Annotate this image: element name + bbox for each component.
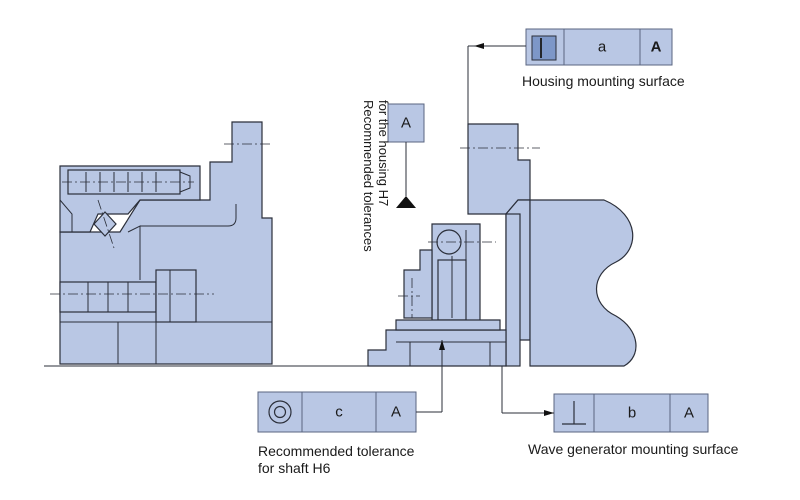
housing-frame-datum: A (651, 39, 662, 56)
wave-generator-step (395, 319, 501, 331)
perpendicularity-icon (562, 401, 586, 425)
shaft-frame-value: c (335, 404, 343, 421)
shaft-label-line1: Recommended tolerance (258, 443, 415, 459)
concentricity-icon (268, 400, 292, 424)
housing-mounting-frame: a A Housing mounting surface (467, 28, 685, 124)
lower-screw-head (155, 269, 197, 323)
datum-box (387, 103, 425, 143)
shaft-frame-datum: A (391, 404, 401, 421)
left-main-body (59, 121, 273, 365)
wave-frame-datum: A (684, 405, 694, 422)
housing-frame-label: Housing mounting surface (522, 73, 685, 89)
wave-frame-value: b (628, 405, 636, 422)
datum-triangle (396, 196, 416, 208)
housing-note-line1: Recommended tolerances (361, 100, 376, 252)
wave-generator-frame: b A Wave generator mounting surface (501, 366, 739, 457)
wave-generator-hub (403, 249, 433, 319)
parallelism-icon (531, 35, 557, 61)
housing-frame-value: a (598, 39, 607, 56)
shaft-frame: c A Recommended tolerance for shaft H6 (257, 340, 445, 476)
left-assembly (50, 121, 273, 365)
housing-tolerance-note: Recommended tolerances for the housing H… (361, 100, 391, 252)
housing-note-line2: for the housing H7 (376, 100, 391, 206)
datum-letter: A (401, 115, 411, 132)
shaft-label-line2: for shaft H6 (258, 460, 331, 476)
wave-frame-label: Wave generator mounting surface (528, 441, 739, 457)
right-assembly (367, 123, 637, 367)
wave-body (529, 199, 637, 367)
wave-generator-plate (367, 329, 507, 367)
flexspline-wall (505, 213, 521, 367)
datum-reference: A (387, 103, 425, 208)
diamond-seal (93, 211, 117, 237)
